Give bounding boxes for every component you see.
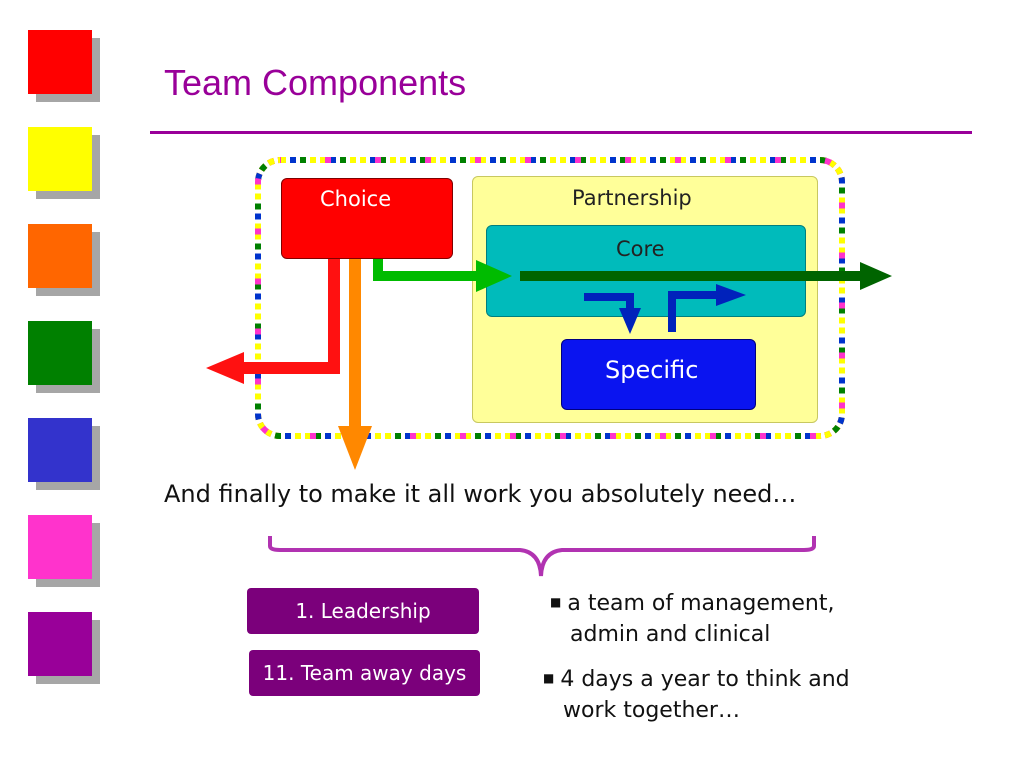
bullet-text-line2: work together… <box>563 698 740 723</box>
sidebar-square-yellow <box>28 127 92 191</box>
sidebar-square-green <box>28 321 92 385</box>
specific-label: Specific <box>605 356 699 384</box>
partnership-label: Partnership <box>572 186 692 210</box>
bullet-marker: ■ <box>543 671 555 685</box>
bullet-leadership: ■ a team of management, admin and clinica… <box>550 587 834 650</box>
sidebar-square-pink <box>28 515 92 579</box>
bullet-marker: ■ <box>550 595 562 609</box>
sidebar-square-blue <box>28 418 92 482</box>
sidebar-square-purple <box>28 612 92 676</box>
subtitle: And finally to make it all work you abso… <box>164 480 797 508</box>
sidebar-square-orange <box>28 224 92 288</box>
team-away-days-pill: 11. Team away days <box>249 650 480 696</box>
bullet-text-line1: a team of management, <box>567 591 835 616</box>
leadership-pill: 1. Leadership <box>247 588 479 634</box>
page-title: Team Components <box>164 62 467 103</box>
bullet-text-line1: 4 days a year to think and <box>560 667 850 692</box>
sidebar-square-red <box>28 30 92 94</box>
core-label: Core <box>616 237 665 261</box>
choice-box <box>281 178 453 259</box>
specific-box <box>561 339 756 410</box>
choice-label: Choice <box>320 187 392 211</box>
bullet-text-line2: admin and clinical <box>570 622 771 647</box>
bullet-away-days: ■ 4 days a year to think and work togethe… <box>543 663 850 726</box>
title-divider <box>150 131 972 134</box>
